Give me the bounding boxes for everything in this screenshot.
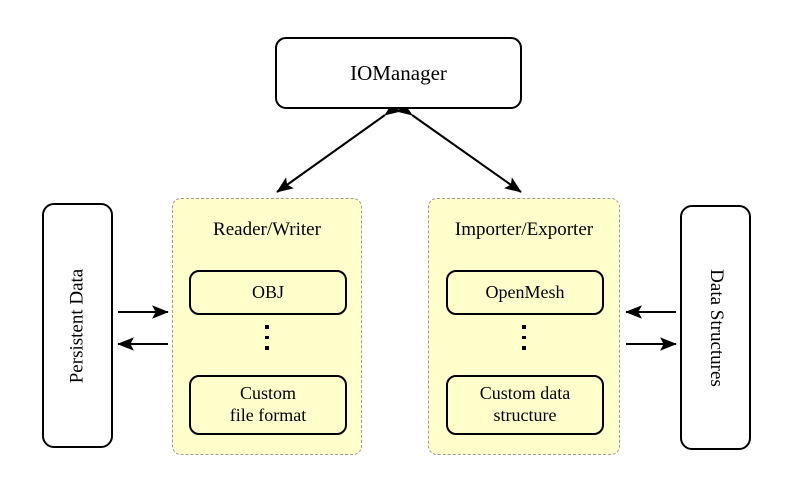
node-data-structures[interactable]: Data Structures (680, 205, 751, 450)
reader-writer-ellipsis-icon (173, 325, 361, 350)
node-custom-data-structure-label-line2: structure (493, 405, 557, 425)
node-obj[interactable]: OBJ (189, 270, 347, 315)
node-custom-file-format-label-line1: Custom (239, 383, 296, 404)
iomanager-label: IOManager (350, 60, 447, 85)
importer-exporter-ellipsis-icon (429, 325, 619, 350)
node-custom-data-structure[interactable]: Custom data structure (446, 375, 604, 435)
node-persistent-data[interactable]: Persistent Data (42, 203, 113, 448)
connector-iomanager-reader-writer (276, 100, 402, 193)
panel-importer-exporter[interactable]: Importer/Exporter OpenMesh Custom data s… (428, 198, 620, 455)
node-openmesh-label: OpenMesh (485, 281, 565, 302)
panel-reader-writer-title: Reader/Writer (213, 219, 321, 240)
node-openmesh[interactable]: OpenMesh (446, 270, 604, 315)
node-iomanager[interactable]: IOManager (275, 37, 522, 109)
panel-reader-writer[interactable]: Reader/Writer OBJ Custom file format (172, 198, 362, 455)
node-obj-label: OBJ (251, 281, 284, 302)
panel-importer-exporter-title: Importer/Exporter (454, 219, 594, 240)
node-data-structures-label: Data Structures (705, 268, 727, 387)
node-custom-file-format-label-line2: file format (229, 405, 307, 425)
node-custom-data-structure-label-line1: Custom data (479, 383, 571, 404)
connector-iomanager-importer-exporter (395, 100, 522, 193)
node-persistent-data-label: Persistent Data (66, 268, 88, 383)
node-custom-file-format[interactable]: Custom file format (189, 375, 347, 435)
